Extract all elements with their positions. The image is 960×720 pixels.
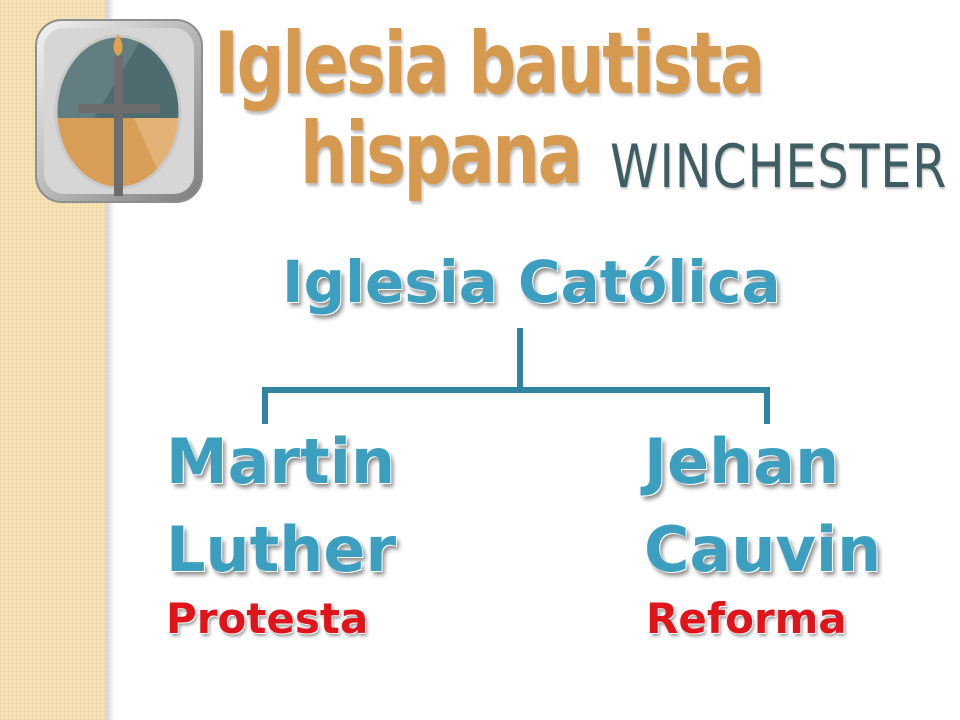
right-child-name: Jehan Cauvin: [644, 418, 881, 594]
logo-text-line1: Iglesia bautista: [214, 14, 765, 114]
side-band-shadow: [106, 0, 114, 720]
cross-flame-icon: [35, 19, 203, 203]
left-child-subtitle: Protesta: [166, 594, 369, 643]
right-child-name-line1: Jehan: [644, 425, 840, 498]
right-child-subtitle: Reforma: [646, 594, 847, 643]
left-child-name-line2: Luther: [166, 513, 397, 586]
root-node-label: Iglesia Católica: [282, 248, 781, 316]
left-child-name-line1: Martin: [166, 425, 396, 498]
logo-city-text: WINCHESTER: [610, 132, 948, 202]
logo-text-line2: hispana: [300, 104, 583, 204]
right-child-name-line2: Cauvin: [644, 513, 882, 586]
left-child-name: Martin Luther: [166, 418, 396, 594]
